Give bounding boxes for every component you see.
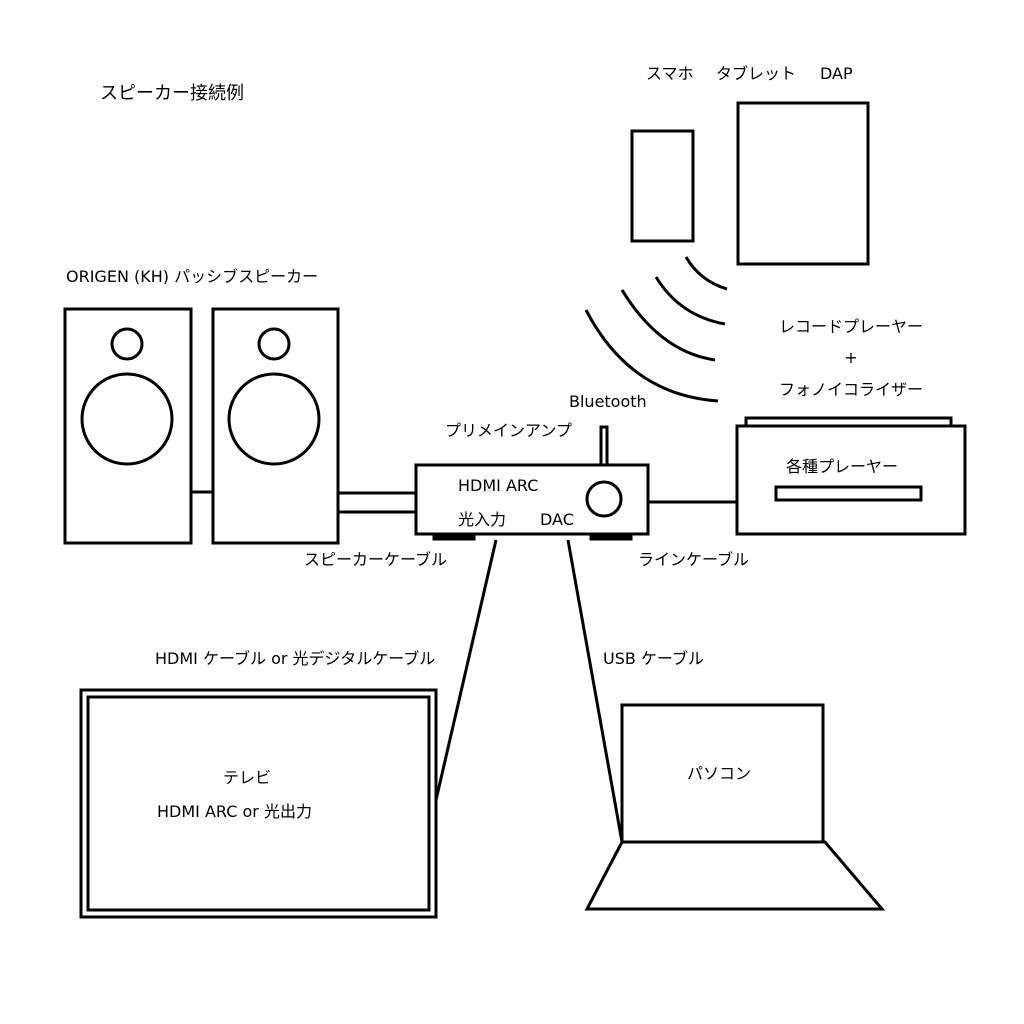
usb-cable-line xyxy=(566,539,624,843)
hdmi-optical-cable-label: HDMI ケーブル or 光デジタルケーブル xyxy=(155,649,436,668)
left-speaker xyxy=(63,307,193,545)
optical-input-label: 光入力 xyxy=(458,510,507,529)
tv-label: テレビ xyxy=(223,768,272,787)
dac-label: DAC xyxy=(540,510,574,529)
dap-label: DAP xyxy=(820,64,853,83)
plus-label: + xyxy=(844,348,858,367)
line-cable-label: ラインケーブル xyxy=(638,550,750,569)
tablet-device xyxy=(736,101,870,266)
smartphone-label: スマホ xyxy=(646,64,694,83)
phono-equalizer-label: フォノイコライザー xyxy=(778,380,924,399)
hdmi-arc-port-label: HDMI ARC xyxy=(458,476,539,495)
bluetooth-wave-icon xyxy=(584,256,728,403)
tablet-label: タブレット xyxy=(716,64,797,83)
tv-output-label: HDMI ARC or 光出力 xyxy=(157,802,312,821)
right-speaker xyxy=(211,307,340,545)
amplifier xyxy=(414,425,650,541)
pc-label: パソコン xyxy=(687,764,752,783)
speakers-label: ORIGEN (KH) パッシブスピーカー xyxy=(66,267,319,286)
usb-cable-label: USB ケーブル xyxy=(603,649,704,668)
hdmi-optical-cable-line xyxy=(434,539,498,801)
record-player-label: レコードプレーヤー xyxy=(778,317,924,336)
laptop-pc xyxy=(584,703,886,911)
bluetooth-antenna xyxy=(599,425,609,467)
speaker-cable-label: スピーカーケーブル xyxy=(304,550,448,569)
amp-label: プリメインアンプ xyxy=(445,421,572,440)
smartphone-device xyxy=(630,129,695,243)
diagram-title: スピーカー接続例 xyxy=(100,83,244,104)
bluetooth-label: Bluetooth xyxy=(569,392,647,411)
speaker-cable-lines xyxy=(338,491,416,514)
players-label: 各種プレーヤー xyxy=(786,457,899,476)
tv-screen xyxy=(79,688,438,919)
players-box xyxy=(735,416,967,536)
